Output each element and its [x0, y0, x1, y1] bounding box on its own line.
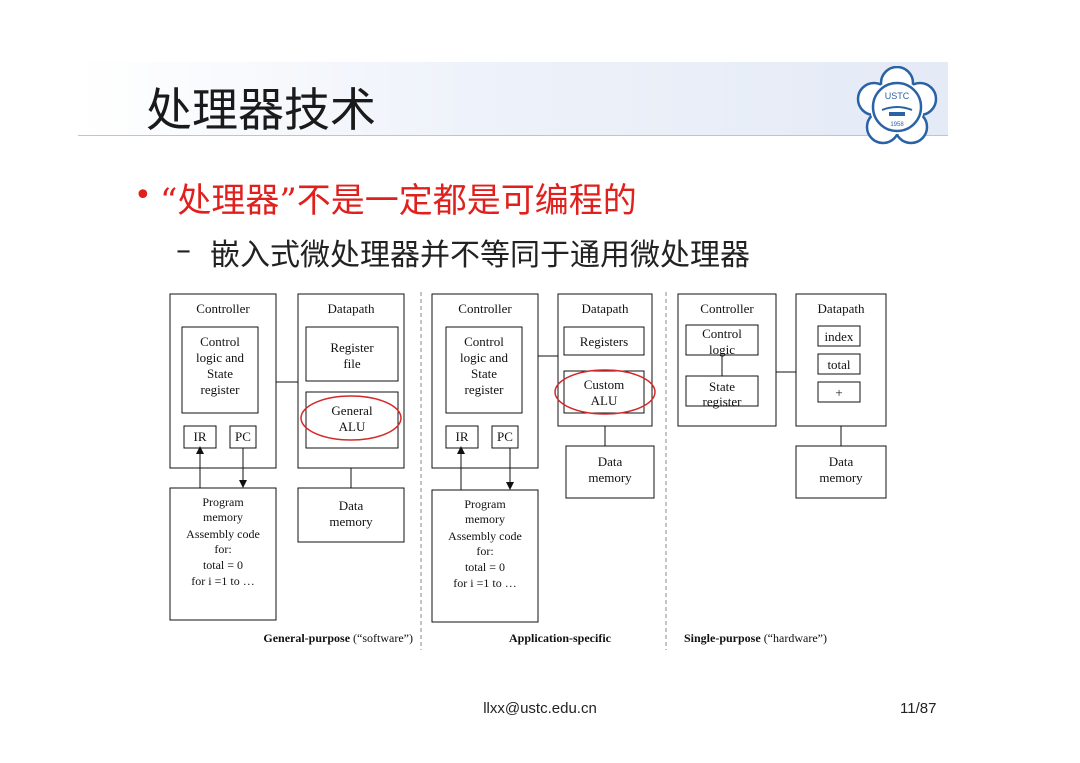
gp-data-memory-line: Data: [339, 498, 364, 513]
as-ir-label: IR: [456, 429, 469, 444]
as-control-logic-line: register: [465, 382, 505, 397]
as-registers-label: Registers: [580, 334, 628, 349]
sp-controller-label: Controller: [700, 301, 754, 316]
gp-ir-label: IR: [194, 429, 207, 444]
sp-total-box: [817, 353, 861, 375]
gp-register-file-box: [305, 326, 399, 382]
page-number: 11/87: [900, 700, 937, 717]
as-program-memory-line: for:: [476, 544, 493, 558]
as-control-logic-line: Control: [464, 334, 504, 349]
gp-control-logic-line: Control: [200, 334, 240, 349]
as-custom-alu-line: ALU: [591, 393, 618, 408]
gp-caption: General-purpose (“software”): [263, 631, 413, 645]
gp-datapath-label: Datapath: [328, 301, 375, 316]
as-controller-box: [431, 293, 539, 469]
gp-alu-line: ALU: [339, 419, 366, 434]
sp-plus-box: [817, 381, 861, 403]
sp-index-box: [817, 325, 861, 347]
gp-controller-label: Controller: [196, 301, 250, 316]
gp-section: [169, 293, 405, 621]
gp-pc-arrow: [239, 480, 247, 488]
as-pc-box: [491, 425, 519, 449]
bullet-dot: •: [134, 178, 152, 213]
gp-program-memory-line: Assembly code: [186, 527, 260, 541]
gp-program-memory-line: memory: [203, 510, 243, 524]
as-data-memory-box: [565, 445, 655, 499]
as-caption: Application-specific: [509, 631, 612, 645]
gp-controller-box: [169, 293, 277, 469]
gp-alu-highlight: [300, 395, 402, 441]
as-program-memory-line: total = 0: [465, 560, 505, 574]
as-control-logic-box: [445, 326, 523, 414]
gp-program-memory-line: for i =1 to …: [191, 574, 254, 588]
as-program-memory-line: memory: [465, 512, 505, 526]
gp-program-memory-box: [169, 487, 277, 621]
sp-control-logic-line: Control: [702, 326, 742, 341]
as-custom-alu-line: Custom: [584, 377, 624, 392]
as-control-logic-line: State: [471, 366, 497, 381]
as-registers-box: [563, 326, 645, 356]
gp-alu-box: [305, 391, 399, 449]
gp-control-logic-line: logic and: [196, 350, 245, 365]
as-alu-highlight: [554, 369, 656, 415]
as-data-memory-line: memory: [588, 470, 632, 485]
header-band: [78, 62, 948, 136]
as-control-logic-line: logic and: [460, 350, 509, 365]
sp-section: [677, 293, 887, 499]
sub-bullet-dash: –: [176, 233, 191, 268]
gp-program-memory-line: for:: [214, 542, 231, 556]
as-program-memory-box: [431, 489, 539, 623]
sp-control-logic-line: logic: [709, 342, 735, 357]
gp-alu-line: General: [331, 403, 373, 418]
gp-register-file-line: Register: [330, 340, 374, 355]
gp-pc-label: PC: [235, 429, 251, 444]
sp-total-label: total: [827, 357, 850, 372]
gp-control-logic-box: [181, 326, 259, 414]
bullet-text: “处理器”不是一定都是可编程的: [160, 181, 637, 221]
as-section: [431, 293, 655, 623]
as-pc-label: PC: [497, 429, 513, 444]
logo-year: 1958: [890, 122, 904, 128]
gp-program-memory-line: Program: [202, 495, 244, 509]
logo-text: USTC: [885, 91, 910, 101]
slide-title: 处理器技术: [146, 83, 376, 137]
sub-bullet-text: 嵌入式微处理器并不等同于通用微处理器: [210, 238, 750, 273]
ustc-logo: USTC 1958: [856, 66, 938, 145]
sp-caption: Single-purpose (“hardware”): [684, 631, 827, 645]
sp-datapath-label: Datapath: [818, 301, 865, 316]
header-rule: [78, 135, 948, 136]
sp-plus-label: +: [835, 385, 842, 400]
sp-data-memory-line: Data: [829, 454, 854, 469]
gp-ir-arrow: [196, 446, 204, 454]
gp-control-logic-line: register: [201, 382, 241, 397]
sp-index-label: index: [825, 329, 854, 344]
sp-controller-box: [677, 293, 777, 427]
sp-data-memory-line: memory: [819, 470, 863, 485]
as-custom-alu-box: [563, 370, 645, 414]
as-program-memory-line: for i =1 to …: [453, 576, 516, 590]
gp-register-file-line: file: [343, 356, 361, 371]
sp-state-register-line: register: [703, 394, 743, 409]
as-ir-arrow: [457, 446, 465, 454]
as-program-memory-line: Program: [464, 497, 506, 511]
as-datapath-label: Datapath: [582, 301, 629, 316]
footer-email: llxx@ustc.edu.cn: [483, 700, 597, 717]
gp-program-memory-line: total = 0: [203, 558, 243, 572]
sp-state-register-line: State: [709, 379, 735, 394]
gp-control-logic-line: State: [207, 366, 233, 381]
as-controller-label: Controller: [458, 301, 512, 316]
gp-data-memory-line: memory: [329, 514, 373, 529]
as-pc-arrow: [506, 482, 514, 490]
as-data-memory-line: Data: [598, 454, 623, 469]
as-program-memory-line: Assembly code: [448, 529, 522, 543]
